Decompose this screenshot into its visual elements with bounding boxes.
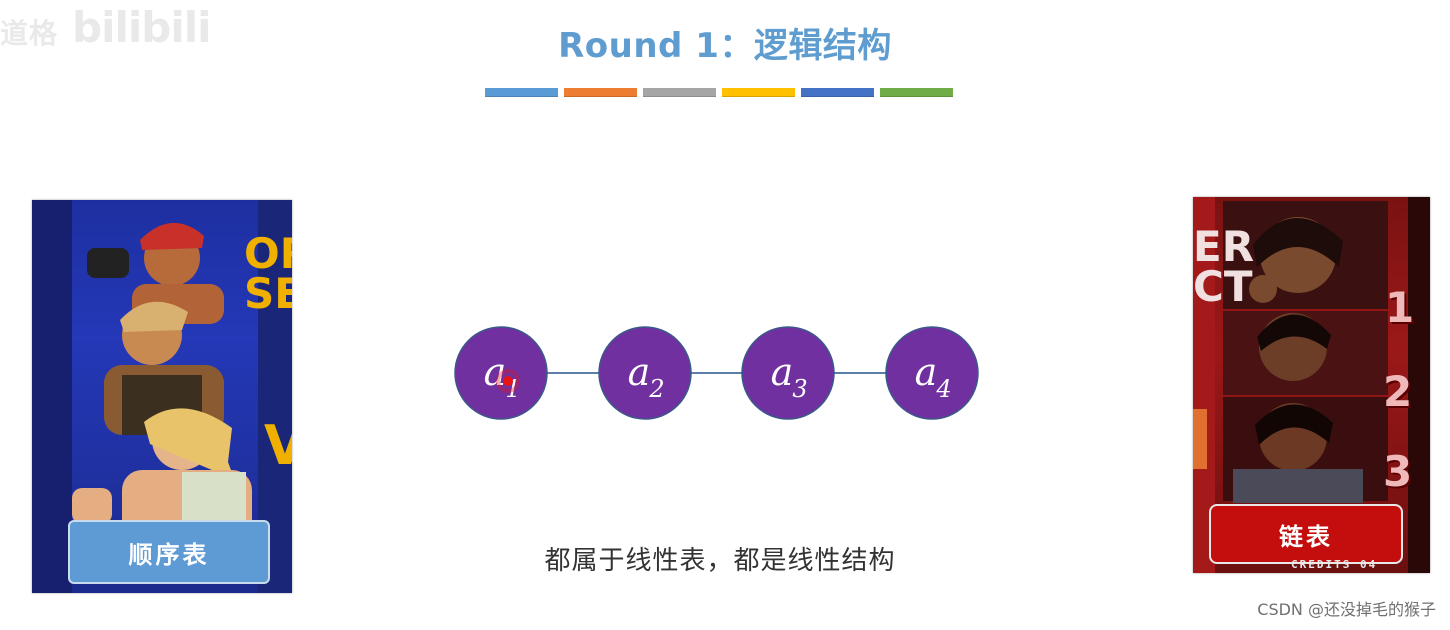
color-bar-segment (643, 88, 716, 97)
node-subscript: 2 (648, 375, 664, 403)
title-color-bar (485, 88, 953, 97)
bilibili-watermark: 道格 bilibili (0, 2, 212, 52)
node-label: a (915, 350, 938, 394)
color-bar-segment (722, 88, 795, 97)
color-bar-segment (564, 88, 637, 97)
bilibili-logo-icon: bilibili (72, 3, 212, 52)
node-subscript: 4 (935, 375, 951, 403)
laser-pointer-glow (496, 369, 520, 393)
side-text-line: ER (1193, 222, 1255, 271)
laser-pointer-dot (503, 376, 513, 386)
select-side-text: ER CT (1193, 226, 1254, 308)
linked-list-card: ER CT 1 2 3 链表 CREDITS 04 (1193, 197, 1430, 573)
node-label: a (484, 350, 507, 394)
player-slot-number: 1 (1385, 283, 1415, 332)
player-slot-number: 2 (1383, 367, 1413, 416)
side-text-line: SE (244, 269, 292, 318)
node-circle (741, 326, 835, 420)
credits-counter: CREDITS 04 (1291, 558, 1378, 571)
linked-list-label: 链表 (1209, 504, 1403, 564)
side-text-line: CT (1193, 262, 1253, 311)
node-circle (598, 326, 692, 420)
color-bar-segment (801, 88, 874, 97)
player-slot-number: 3 (1383, 447, 1413, 496)
sequential-list-label: 顺序表 (68, 520, 270, 584)
color-bar-segment (485, 88, 558, 97)
select-side-text: OR SE (244, 233, 292, 315)
csdn-credit-mark: CSDN @还没掉毛的猴子 (1257, 600, 1436, 619)
side-glyph: V (264, 414, 292, 477)
watermark-channel: 道格 (0, 17, 59, 50)
page-title: Round 1：逻辑结构 (558, 26, 892, 66)
node-circle (454, 326, 548, 420)
node-subscript: 3 (792, 375, 807, 403)
fighter-portraits-illustration (1193, 197, 1430, 573)
node-label: a (628, 350, 651, 394)
sequential-list-card: OR SE V 顺序表 (32, 200, 292, 593)
side-text-line: OR (244, 229, 292, 278)
node-label: a (771, 350, 794, 394)
node-circle (885, 326, 979, 420)
diagram-caption: 都属于线性表，都是线性结构 (544, 546, 896, 576)
color-bar-segment (880, 88, 953, 97)
